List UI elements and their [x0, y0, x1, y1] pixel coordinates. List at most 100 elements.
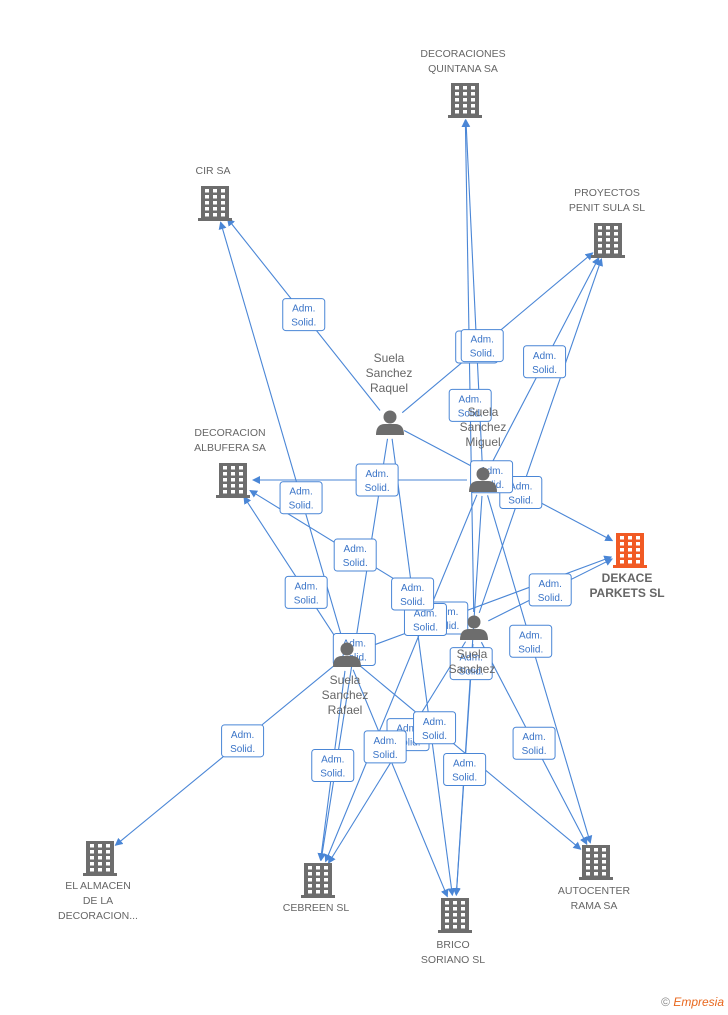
company-label-line: PENIT SULA SL [569, 202, 645, 214]
person-label-line: Raquel [370, 381, 408, 395]
edge-label-box [279, 481, 323, 515]
edge-label-adm-solid[interactable]: Adm.Solid. [284, 575, 328, 609]
edge-label-adm-solid[interactable]: Adm.Solid. [448, 388, 492, 422]
person-body [460, 629, 488, 640]
edge-label-adm-solid[interactable]: Adm.Solid. [363, 730, 407, 764]
edge-label-role: Adm. [509, 482, 532, 493]
edge-label-role: Adm. [396, 724, 419, 735]
building-window [98, 856, 102, 860]
edge-label-type: Solid. [522, 746, 547, 757]
edge-label-role: Adm. [401, 583, 424, 594]
person-label-line: Suela [330, 673, 361, 687]
edge-label-adm-solid[interactable]: Adm.Solid. [523, 345, 567, 379]
building-window [606, 232, 610, 236]
building-icon [301, 863, 335, 898]
building-window [636, 548, 640, 552]
building-window [316, 878, 320, 882]
edge-label-role: Adm. [321, 755, 344, 766]
company-node-cebreen[interactable]: CEBREEN SL [283, 863, 350, 914]
edge-label-type: Solid. [343, 558, 368, 569]
edge-label-adm-solid[interactable]: Adm.Solid. [443, 753, 487, 787]
edge-label-adm-solid[interactable]: Adm.Solid. [460, 329, 504, 363]
building-window [586, 860, 590, 864]
building-icon [83, 841, 117, 876]
edge-label-type: Solid. [365, 483, 390, 494]
building-window [461, 901, 465, 905]
building-window [223, 466, 227, 470]
edge-label-adm-solid[interactable]: Adm. Solid. [391, 577, 435, 611]
edge-label-adm-solid[interactable]: Adm.Solid. [528, 573, 572, 607]
building-window [602, 860, 606, 864]
person-body [376, 424, 404, 435]
building-window [308, 872, 312, 876]
building-window [598, 244, 602, 248]
edge-label-adm-solid[interactable]: Adm.Solid. [355, 463, 399, 497]
person-label-line: Sanchez [322, 688, 369, 702]
building-base [83, 873, 117, 876]
edge-label-adm-solid[interactable]: Adm.Solid. [413, 711, 457, 745]
building-icon [591, 223, 625, 258]
footer-brand[interactable]: © Empresia [661, 995, 724, 1009]
building-window [594, 866, 598, 870]
edge-label-type: Solid. [400, 597, 425, 608]
building-window [213, 213, 217, 217]
building-window [614, 226, 618, 230]
edge-label-adm-solid[interactable]: Adm.Solid. [279, 481, 323, 515]
building-window [213, 195, 217, 199]
company-node-cir[interactable]: CIR SA [195, 165, 232, 221]
company-label-line: BRICO [436, 939, 469, 951]
edge-label-box [311, 749, 355, 783]
building-window [239, 484, 243, 488]
person-icon [460, 615, 488, 640]
edge-label-box [443, 753, 487, 787]
edge-label-box [333, 538, 377, 572]
edge-label-adm-solid[interactable]: Adm.Solid. [449, 647, 493, 681]
building-window [324, 878, 328, 882]
company-label-line: RAMA SA [571, 900, 618, 912]
building-window [90, 868, 94, 872]
building-window [324, 866, 328, 870]
edge-label-adm-solid[interactable]: Adm.Solid. [221, 724, 265, 758]
building-window [223, 472, 227, 476]
edge-label-adm-solid[interactable]: Adm.Solid. [509, 624, 553, 658]
building-window [231, 484, 235, 488]
building-window [106, 862, 110, 866]
building-icon [216, 463, 250, 498]
edge-label-type: Solid. [508, 496, 533, 507]
edge-label-adm-solid[interactable]: Adm.Solid. [403, 602, 447, 636]
edge-label-box [523, 345, 567, 379]
building-window [606, 250, 610, 254]
person-label-line: Rafael [328, 703, 363, 717]
building-window [324, 884, 328, 888]
edge-label-adm-solid[interactable]: Adm. Solid. [333, 538, 377, 572]
edge-label-adm-solid[interactable]: Adm.Solid. [311, 749, 355, 783]
building-window [606, 238, 610, 242]
building-window [205, 213, 209, 217]
edge-label-adm-solid[interactable]: Adm.Solid. [512, 726, 556, 760]
edge-label-box [355, 463, 399, 497]
building-window [461, 925, 465, 929]
building-window [586, 854, 590, 858]
edge-label-adm-solid[interactable]: Adm.Solid. [282, 298, 326, 332]
building-window [324, 872, 328, 876]
building-window [223, 484, 227, 488]
company-label-line: CIR SA [195, 165, 230, 177]
building-window [223, 490, 227, 494]
edge-label-role: Adm. [344, 544, 367, 555]
building-window [606, 226, 610, 230]
building-base [579, 877, 613, 880]
building-window [231, 490, 235, 494]
building-window [636, 542, 640, 546]
edge-label-role: Adm. [343, 639, 366, 650]
